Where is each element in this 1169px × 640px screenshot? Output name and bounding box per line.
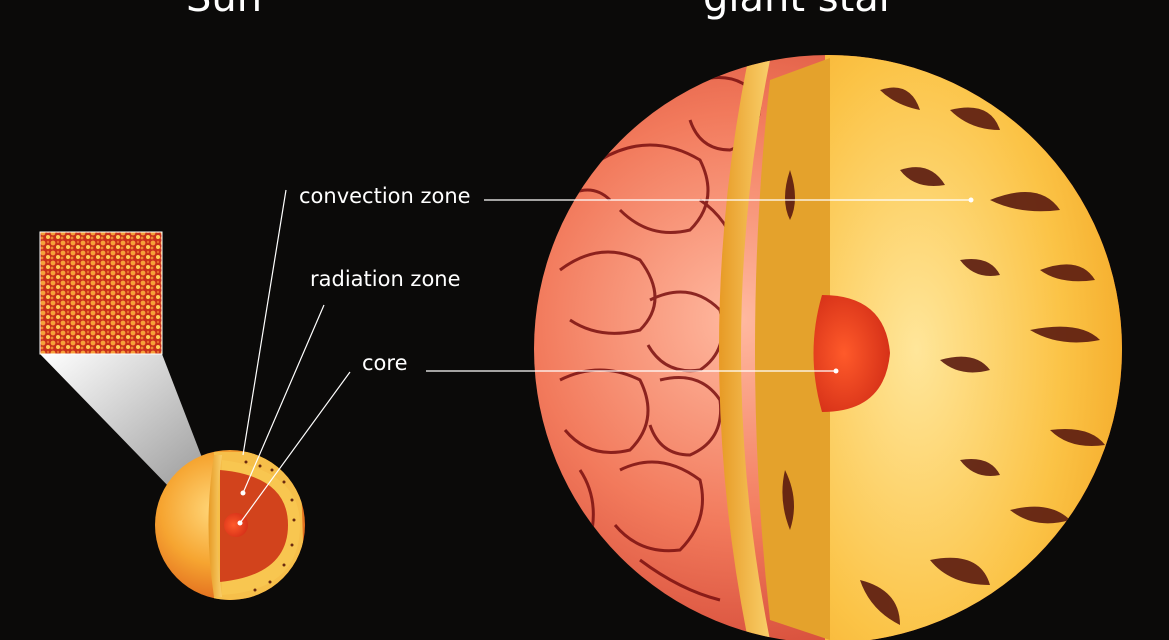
giant-star-cutaway — [534, 55, 1122, 640]
sun-cutaway — [155, 450, 305, 600]
zoom-beam — [40, 354, 206, 490]
giant-star-title: giant star — [703, 0, 895, 18]
leader-radiation-sun — [242, 304, 325, 494]
leader-core-sun — [239, 371, 351, 524]
convection-zone-label: convection zone — [299, 184, 471, 208]
giant-interior-face — [825, 55, 1122, 640]
core-label: core — [362, 351, 408, 375]
leader-convection-sun — [242, 189, 287, 456]
radiation-zone-label: radiation zone — [310, 267, 461, 291]
sun-title: Sun — [186, 0, 262, 18]
leader-lines — [239, 189, 971, 524]
interior-convection-streaks — [782, 87, 1105, 625]
cut-rim — [719, 60, 770, 640]
sun-surface-zoom-inset — [39, 231, 163, 355]
giant-core — [813, 295, 890, 412]
